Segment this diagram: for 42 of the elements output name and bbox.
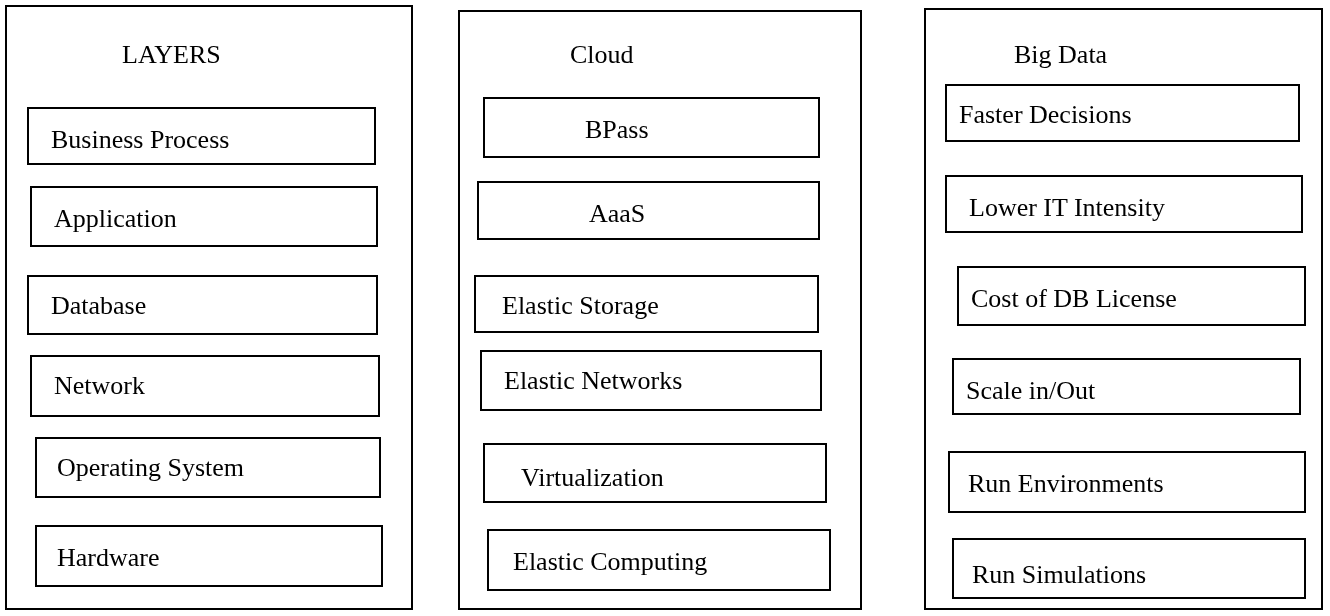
box-label: Hardware — [57, 545, 160, 571]
panel-box — [5, 5, 413, 610]
box-label: Application — [54, 206, 177, 232]
box-label: Elastic Storage — [502, 293, 659, 319]
panel-title: Big Data — [1014, 42, 1108, 68]
layer-box — [477, 181, 820, 240]
box-label: Business Process — [51, 127, 230, 153]
panel-box — [924, 8, 1323, 610]
box-label: Faster Decisions — [959, 102, 1132, 128]
layer-box — [35, 437, 381, 498]
layer-box — [480, 350, 822, 411]
layer-box — [487, 529, 831, 591]
layer-box — [30, 355, 380, 417]
box-label: Scale in/Out — [966, 378, 1096, 404]
layer-box — [35, 525, 383, 587]
layer-box — [948, 451, 1306, 513]
box-label: BPass — [585, 117, 649, 143]
layer-box — [945, 84, 1300, 142]
box-label: Virtualization — [521, 465, 664, 491]
layer-box — [952, 538, 1306, 599]
box-label: Network — [54, 373, 145, 399]
box-label: Cost of DB License — [971, 286, 1177, 312]
layer-box — [957, 266, 1306, 326]
box-label: AaaS — [589, 201, 646, 227]
layer-box — [483, 443, 827, 503]
box-label: Run Simulations — [972, 562, 1147, 588]
layer-box — [474, 275, 819, 333]
panel-title: LAYERS — [122, 42, 221, 68]
box-label: Operating System — [57, 455, 245, 481]
box-label: Elastic Networks — [504, 368, 683, 394]
layer-box — [27, 275, 378, 335]
box-label: Elastic Computing — [513, 549, 708, 575]
box-label: Lower IT Intensity — [969, 195, 1165, 221]
panel-box — [458, 10, 862, 610]
layer-box — [483, 97, 820, 158]
layer-box — [945, 175, 1303, 233]
layer-box — [30, 186, 378, 247]
layer-box — [952, 358, 1301, 415]
panel-title: Cloud — [570, 42, 634, 68]
layer-box — [27, 107, 376, 165]
box-label: Run Environments — [968, 471, 1164, 497]
box-label: Database — [51, 293, 147, 319]
